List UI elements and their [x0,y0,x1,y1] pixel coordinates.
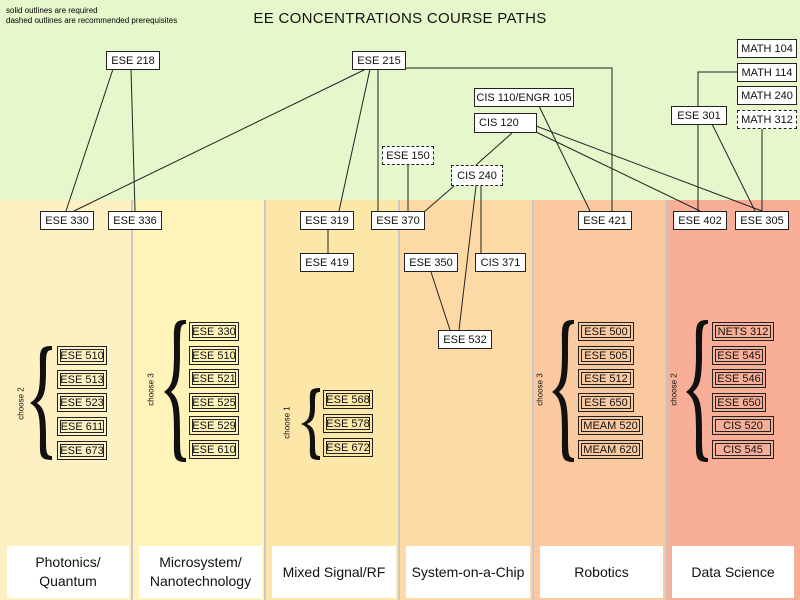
course-box-ese336[interactable]: ESE 336 [108,211,162,230]
course-box-ese150[interactable]: ESE 150 [382,146,434,165]
choose-label-robotics: choose 3 [535,373,545,406]
course-box-ese350[interactable]: ESE 350 [404,253,458,272]
column-microsystem [133,200,266,600]
choose-label-data-science: choose 2 [669,373,679,406]
elective-box[interactable]: ESE 500 [578,322,634,341]
concentration-label-soc: System-on-a-Chip [406,546,530,598]
elective-box[interactable]: ESE 525 [189,393,239,412]
course-box-ese215[interactable]: ESE 215 [352,51,406,70]
concentration-label-data-science: Data Science [672,546,794,598]
concentration-label-robotics: Robotics [540,546,663,598]
elective-box[interactable]: MEAM 620 [578,440,643,459]
course-box-cis110[interactable]: CIS 110/ENGR 105 [474,88,574,107]
course-box-cis240[interactable]: CIS 240 [451,165,503,186]
elective-box[interactable]: ESE 568 [323,390,373,409]
choose-label-photonics: choose 2 [16,387,26,420]
choose-label-mixed: choose 1 [282,406,292,439]
elective-box[interactable]: ESE 672 [323,438,373,457]
elective-box[interactable]: ESE 513 [57,370,107,389]
elective-box[interactable]: ESE 650 [578,393,634,412]
elective-box[interactable]: ESE 505 [578,346,634,365]
elective-box[interactable]: ESE 545 [712,346,766,365]
column-data-science [667,200,800,600]
column-robotics [534,200,667,600]
course-box-math312[interactable]: MATH 312 [737,110,797,129]
choose-label-microsystem: choose 3 [146,373,156,406]
elective-box[interactable]: ESE 546 [712,369,766,388]
legend-solid-note: solid outlines are required [6,6,98,15]
page-title: EE CONCENTRATIONS COURSE PATHS [253,10,547,27]
choose-braces [30,320,708,462]
course-box-ese305[interactable]: ESE 305 [735,211,789,230]
legend-dashed-note: dashed outlines are recommended prerequi… [6,16,178,25]
course-box-ese330[interactable]: ESE 330 [40,211,94,230]
course-box-ese218[interactable]: ESE 218 [106,51,160,70]
elective-box[interactable]: ESE 611 [57,417,107,436]
elective-box[interactable]: ESE 610 [189,440,239,459]
elective-box[interactable]: ESE 650 [712,393,766,412]
course-box-ese419[interactable]: ESE 419 [300,253,354,272]
course-box-math114[interactable]: MATH 114 [737,63,797,82]
elective-box[interactable]: CIS 545 [712,440,774,459]
elective-box[interactable]: ESE 521 [189,369,239,388]
course-box-ese402[interactable]: ESE 402 [673,211,727,230]
concentration-label-mixed-signal: Mixed Signal/RF [272,546,396,598]
concentration-label-microsystem: Microsystem/Nanotechnology [139,546,262,598]
course-box-ese319[interactable]: ESE 319 [300,211,354,230]
course-box-math104[interactable]: MATH 104 [737,39,797,58]
elective-box[interactable]: MEAM 520 [578,416,643,435]
course-box-ese532[interactable]: ESE 532 [438,330,492,349]
elective-box[interactable]: CIS 520 [712,416,774,435]
elective-box[interactable]: ESE 578 [323,414,373,433]
elective-box[interactable]: ESE 510 [189,346,239,365]
course-box-ese301[interactable]: ESE 301 [671,106,727,125]
elective-box[interactable]: ESE 523 [57,393,107,412]
course-box-cis120[interactable]: CIS 120 [474,113,537,133]
elective-box[interactable]: ESE 330 [189,322,239,341]
elective-box[interactable]: ESE 529 [189,416,239,435]
elective-box[interactable]: ESE 673 [57,441,107,460]
elective-box[interactable]: ESE 512 [578,369,634,388]
course-box-ese370[interactable]: ESE 370 [371,211,425,230]
elective-box[interactable]: NETS 312 [712,322,774,341]
course-box-ese421[interactable]: ESE 421 [578,211,632,230]
elective-box[interactable]: ESE 510 [57,346,107,365]
concentration-label-photonics: Photonics/Quantum [7,546,129,598]
course-box-cis371[interactable]: CIS 371 [475,253,526,272]
column-photonics [0,200,133,600]
course-box-math240[interactable]: MATH 240 [737,86,797,105]
